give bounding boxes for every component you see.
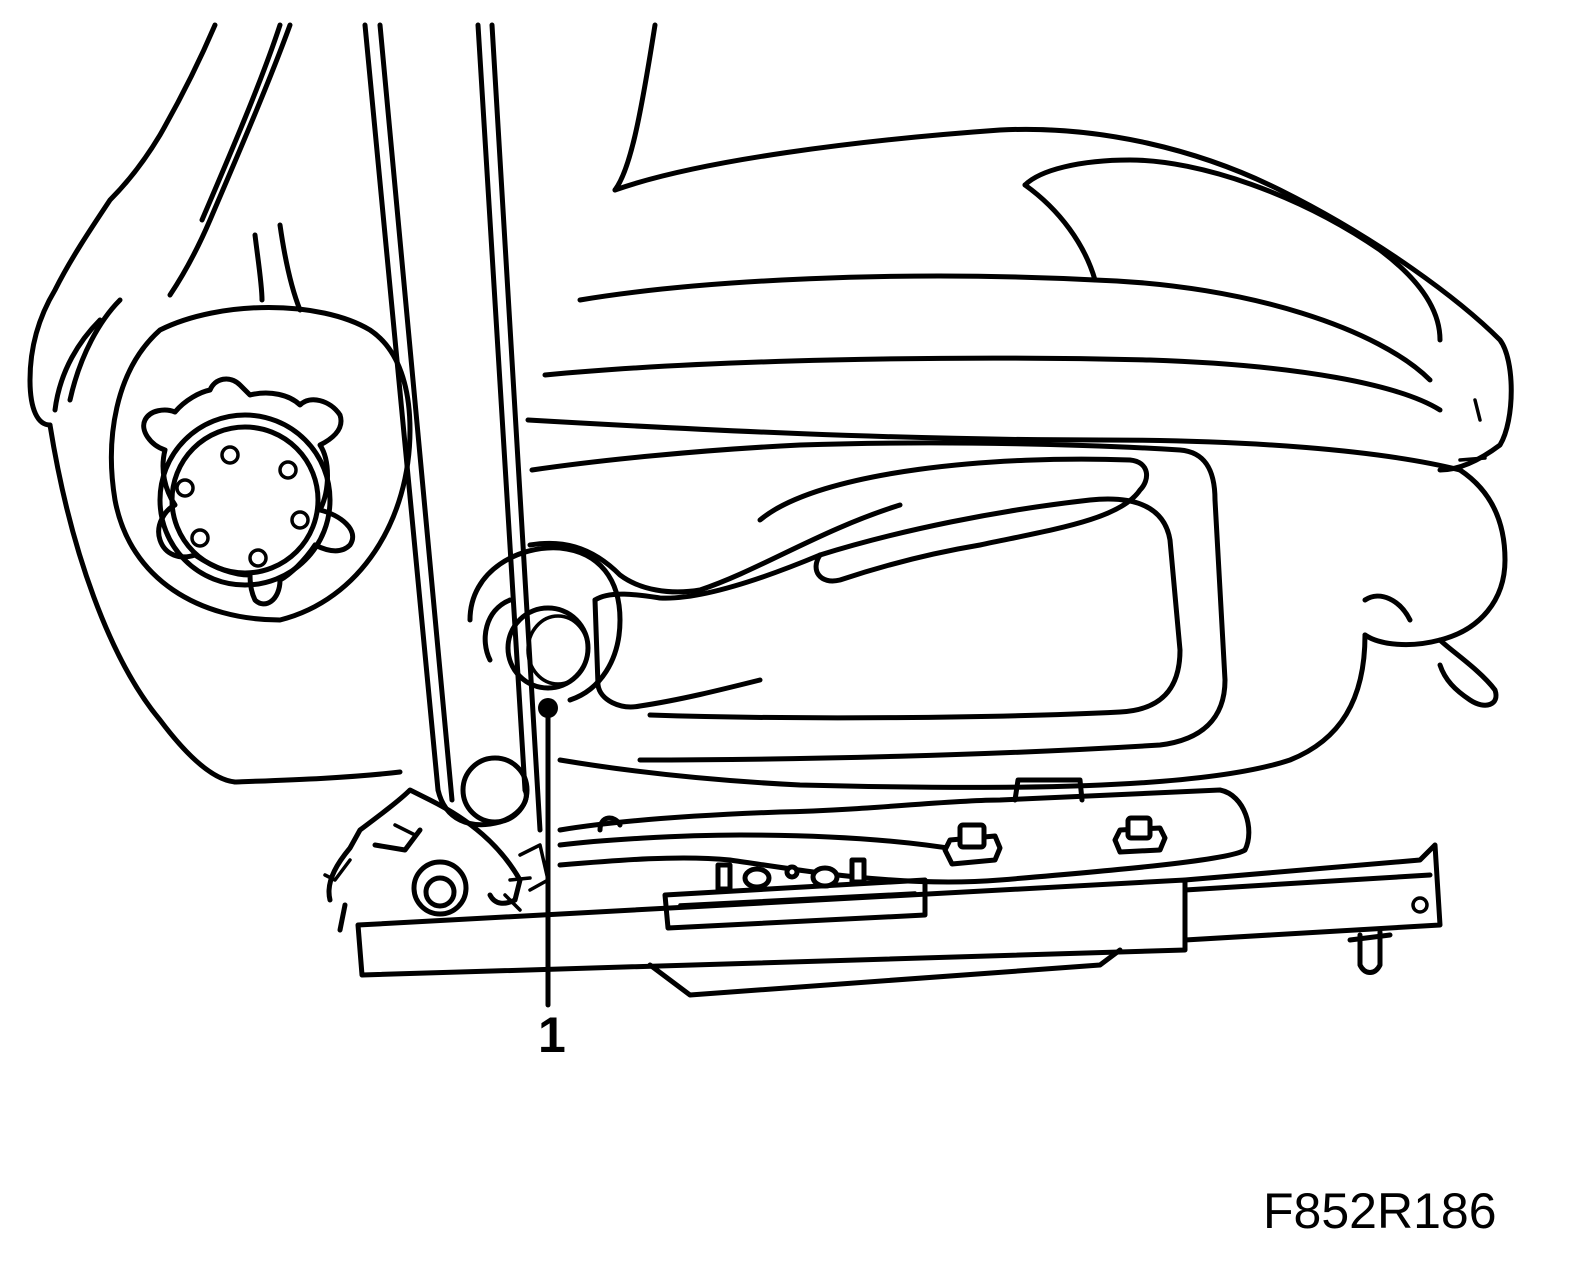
belt-anchor-bracket xyxy=(323,787,550,933)
recliner-knob xyxy=(108,305,413,623)
figure-code: F852R186 xyxy=(1263,1183,1497,1239)
mounting-bolts xyxy=(411,815,1168,917)
callout-number-1: 1 xyxy=(538,1007,566,1063)
seat-rail-assembly xyxy=(355,777,1443,998)
seat-belt-strap xyxy=(362,22,543,833)
seat-cushion xyxy=(525,126,1514,790)
callout-leader-1 xyxy=(538,698,558,1008)
seat-backrest xyxy=(27,22,658,785)
side-trim-panel xyxy=(467,440,1228,763)
callout-dot xyxy=(538,698,558,718)
